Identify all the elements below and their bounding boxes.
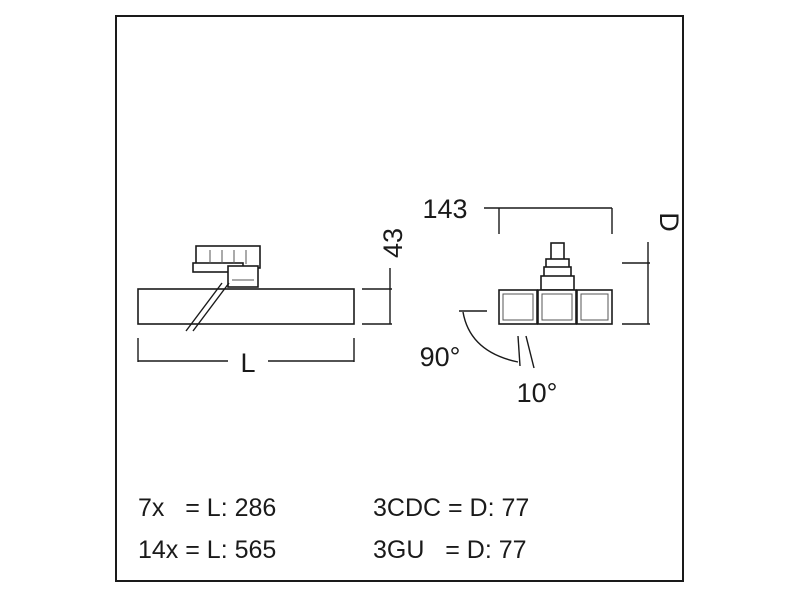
break-mark (185, 282, 223, 332)
depth-label: D (654, 212, 684, 232)
spot-head (498, 289, 538, 325)
tilt-angle-label: 90° (420, 342, 461, 372)
spec-row-2-right: 3GU = D: 77 (373, 536, 527, 564)
spec-row-1-right: 3CDC = D: 77 (373, 494, 530, 522)
tilt-angle-indicator: 90° (420, 310, 519, 372)
width-dimension: 143 (422, 194, 613, 234)
rotation-angle-indicator: 10° (517, 335, 558, 408)
spot-head (537, 289, 577, 325)
length-label: L (240, 348, 255, 378)
depth-dimension: D (622, 212, 684, 325)
spot-head (576, 289, 613, 325)
rotation-angle-label: 10° (517, 378, 558, 408)
spec-row-2-left: 14x = L: 565 (138, 536, 277, 564)
width-label: 143 (422, 194, 467, 224)
drawing-frame (115, 15, 684, 582)
length-dimension: L (137, 338, 355, 378)
spec-row-1-left: 7x = L: 286 (138, 494, 277, 522)
height-label: 43 (378, 228, 408, 258)
height-dimension: 43 (362, 228, 408, 325)
luminaire-body (137, 288, 355, 325)
side-view (137, 245, 355, 332)
front-view (498, 242, 613, 325)
